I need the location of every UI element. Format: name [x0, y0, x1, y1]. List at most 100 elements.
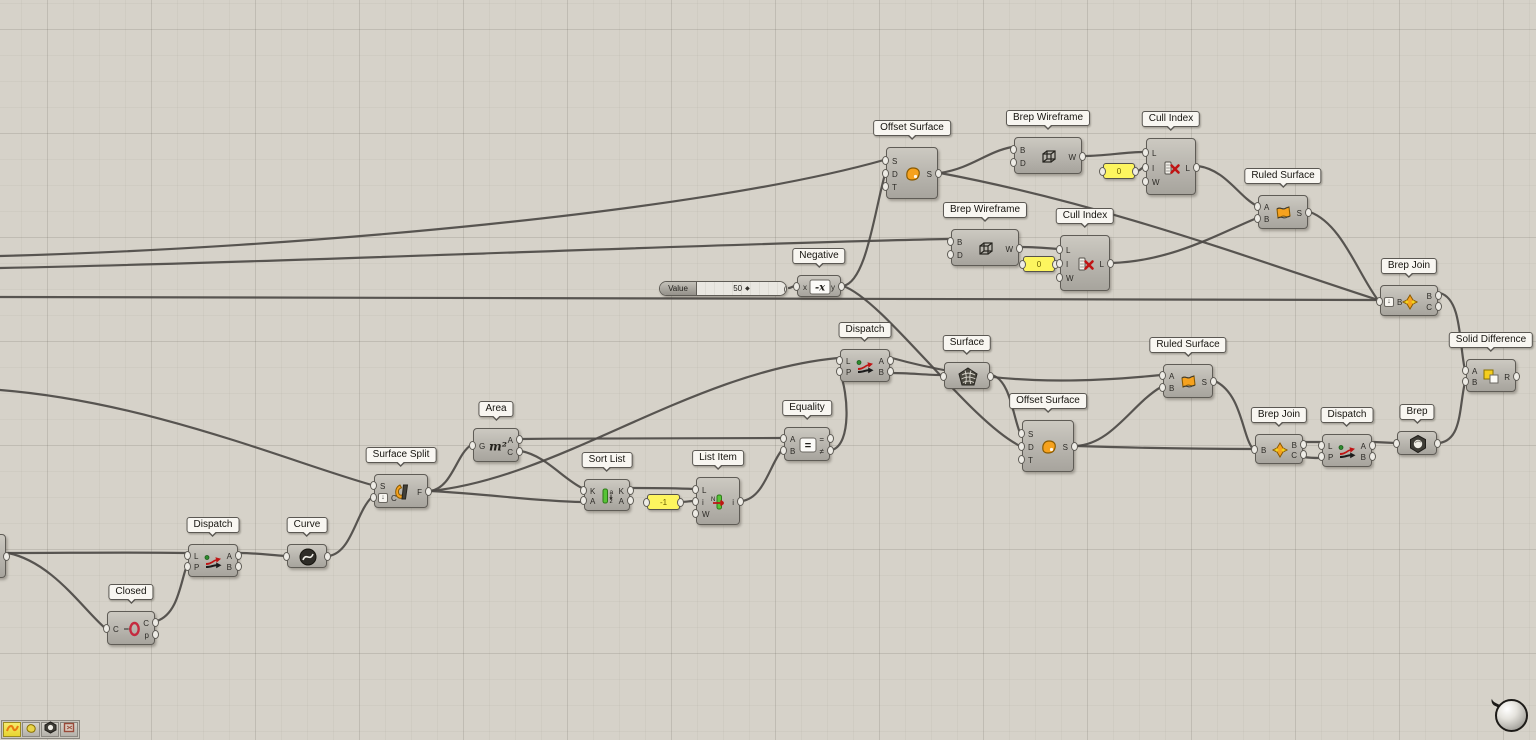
- sort-list-output-A[interactable]: [627, 496, 634, 505]
- panel-neg1-output-0[interactable]: [677, 498, 684, 507]
- brep-join-2-output-B[interactable]: [1300, 440, 1307, 449]
- surface-split-input-S[interactable]: [370, 481, 377, 490]
- cull-index-1-output-L[interactable]: [1193, 163, 1200, 172]
- list-item-input-i[interactable]: [692, 497, 699, 506]
- curve-param[interactable]: [283, 544, 331, 568]
- brep-wireframe-2-input-D[interactable]: [947, 250, 954, 259]
- area-output-A[interactable]: [516, 435, 523, 444]
- surface-split-output-F[interactable]: [425, 487, 432, 496]
- brep-param-input-0[interactable]: [1393, 439, 1400, 448]
- slider-track[interactable]: 50◆: [697, 282, 786, 295]
- cull-index-1-input-W[interactable]: [1142, 177, 1149, 186]
- sketch-tool-button[interactable]: [3, 722, 21, 737]
- dispatch-2-input-L[interactable]: [184, 551, 191, 560]
- equality-input-B[interactable]: [780, 446, 787, 455]
- surface-param[interactable]: [940, 362, 994, 389]
- brep-join-1-output-C[interactable]: [1435, 302, 1442, 311]
- cull-index-1-input-I[interactable]: [1142, 163, 1149, 172]
- brep-join-1-input-B[interactable]: [1376, 297, 1383, 306]
- negative-output-y[interactable]: [838, 282, 845, 291]
- sort-list-input-K[interactable]: [580, 486, 587, 495]
- ruled-surface-2-output-S[interactable]: [1210, 377, 1217, 386]
- dispatch-3-output-A[interactable]: [1369, 441, 1376, 450]
- panel-zero-2-input-0[interactable]: [1019, 260, 1026, 269]
- offset-surface-2-input-S[interactable]: [1018, 429, 1025, 438]
- panel-zero-1-output-0[interactable]: [1132, 167, 1139, 176]
- cull-index-2-output-L[interactable]: [1107, 259, 1114, 268]
- dispatch-2-output-A[interactable]: [235, 551, 242, 560]
- list-item-input-L[interactable]: [692, 485, 699, 494]
- solid-difference-input-B[interactable]: [1462, 377, 1469, 386]
- panel-zero-1[interactable]: 0: [1099, 163, 1139, 179]
- brep-param-output-0[interactable]: [1434, 439, 1441, 448]
- area-output-C[interactable]: [516, 447, 523, 456]
- dispatch-3-output-B[interactable]: [1369, 452, 1376, 461]
- blob-tool-button[interactable]: [22, 722, 40, 737]
- brep-wireframe-1-input-D[interactable]: [1010, 158, 1017, 167]
- panel-zero-2[interactable]: 0: [1019, 256, 1059, 272]
- brep-param[interactable]: [1393, 431, 1441, 455]
- mesh-tool-button[interactable]: [41, 720, 59, 737]
- edge-stub[interactable]: [0, 534, 10, 578]
- dispatch-1-output-B[interactable]: [887, 367, 894, 376]
- panel-neg1-input-0[interactable]: [643, 498, 650, 507]
- offset-surface-1-input-S[interactable]: [882, 156, 889, 165]
- closed-input-C[interactable]: [103, 624, 110, 633]
- dispatch-3-input-P[interactable]: [1318, 452, 1325, 461]
- offset-surface-1-output-S[interactable]: [935, 169, 942, 178]
- dispatch-1-input-L[interactable]: [836, 356, 843, 365]
- dispatch-1-input-P[interactable]: [836, 367, 843, 376]
- ruled-surface-1-output-S[interactable]: [1305, 208, 1312, 217]
- offset-surface-2-output-S[interactable]: [1071, 442, 1078, 451]
- curve-param-input-0[interactable]: [283, 552, 290, 561]
- canvas-navigation-sphere-icon[interactable]: [1495, 699, 1528, 732]
- dispatch-3-input-L[interactable]: [1318, 441, 1325, 450]
- cull-index-2-input-L[interactable]: [1056, 245, 1063, 254]
- sort-list-output-K[interactable]: [627, 486, 634, 495]
- negative-input-x[interactable]: [793, 282, 800, 291]
- cull-index-2-input-W[interactable]: [1056, 273, 1063, 282]
- brep-wireframe-2-output-W[interactable]: [1016, 244, 1023, 253]
- ruled-surface-2-input-B[interactable]: [1159, 383, 1166, 392]
- curve-param-output-0[interactable]: [324, 552, 331, 561]
- brep-wireframe-2-input-B[interactable]: [947, 237, 954, 246]
- dispatch-2-input-P[interactable]: [184, 562, 191, 571]
- group-tool-button[interactable]: [60, 722, 78, 737]
- offset-surface-1-input-D[interactable]: [882, 169, 889, 178]
- solid-difference-input-A[interactable]: [1462, 366, 1469, 375]
- equality-input-A[interactable]: [780, 434, 787, 443]
- brep-join-1-output-B[interactable]: [1435, 291, 1442, 300]
- brep-join-2-input-B[interactable]: [1251, 445, 1258, 454]
- solid-difference-output-R[interactable]: [1513, 372, 1520, 381]
- closed-output-C[interactable]: [152, 618, 159, 627]
- equality-output-=[interactable]: [827, 434, 834, 443]
- edge-stub-output-0[interactable]: [3, 552, 10, 561]
- cull-index-1-input-L[interactable]: [1142, 148, 1149, 157]
- ruled-surface-1-input-B[interactable]: [1254, 214, 1261, 223]
- dispatch-1-output-A[interactable]: [887, 356, 894, 365]
- list-item-input-W[interactable]: [692, 509, 699, 518]
